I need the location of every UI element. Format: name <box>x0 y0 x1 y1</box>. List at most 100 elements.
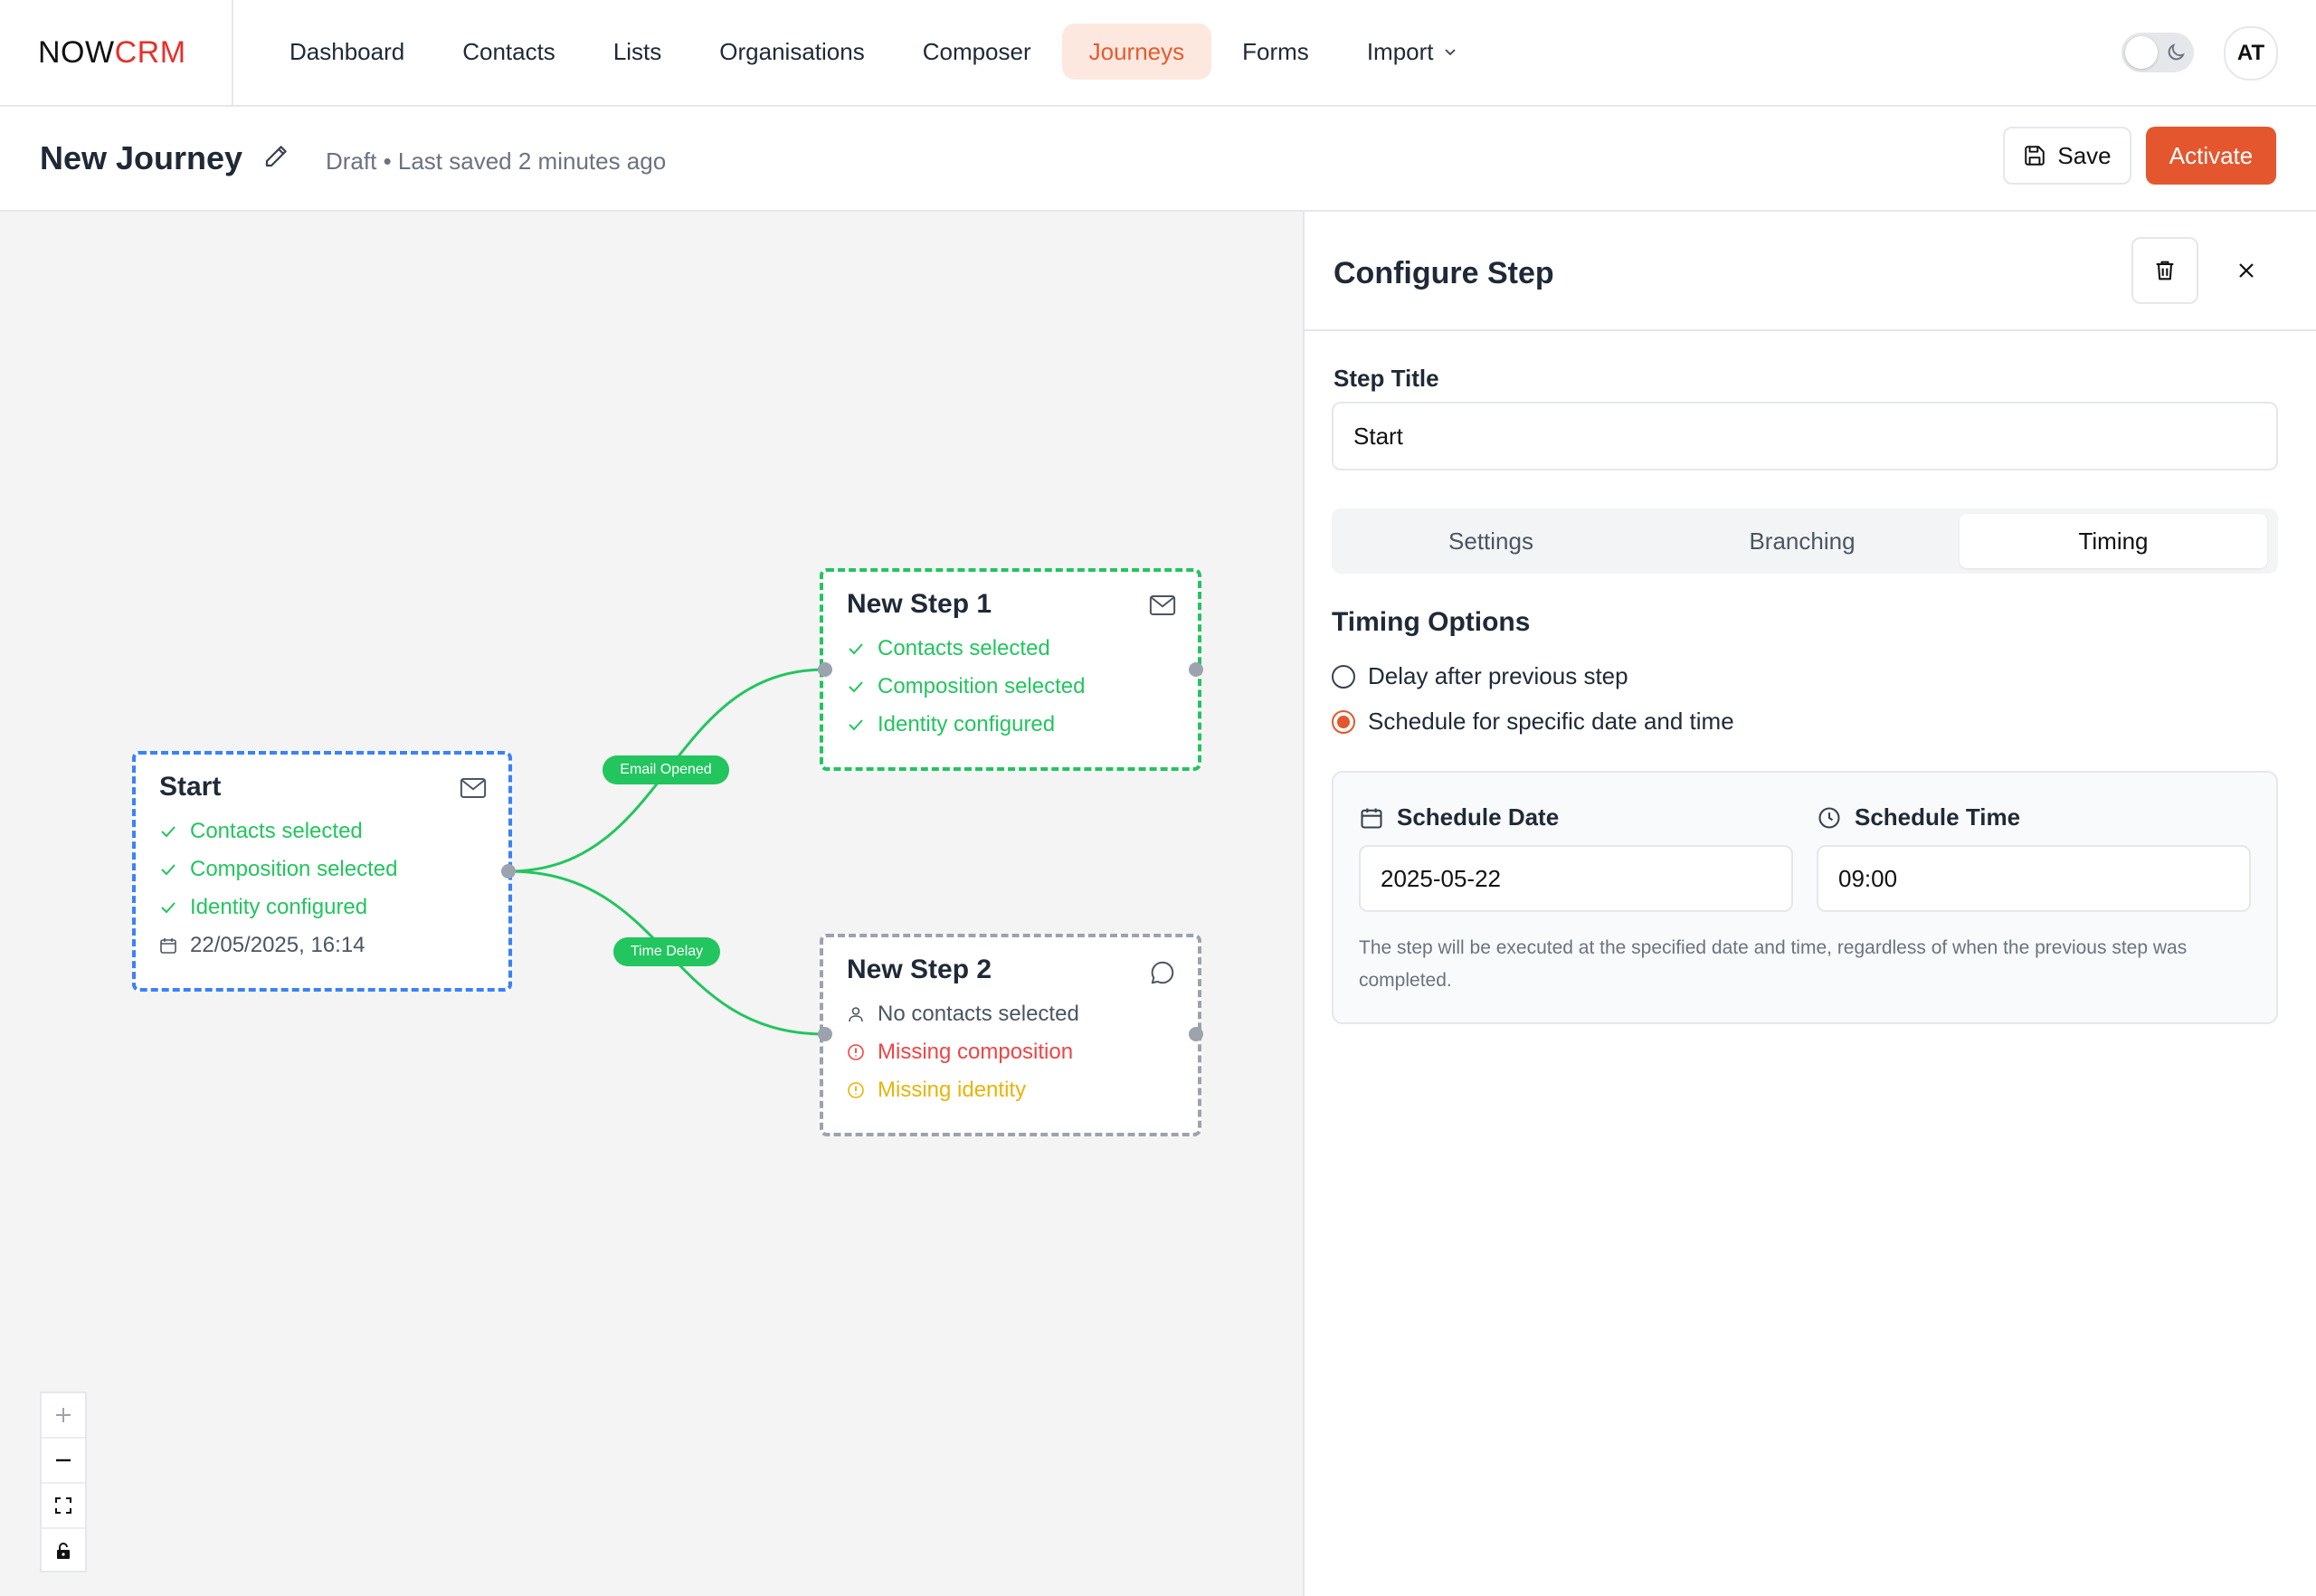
chevron-down-icon <box>1444 49 1456 56</box>
status-identity: Identity configured <box>847 706 1174 744</box>
nav-organisations[interactable]: Organisations <box>719 38 865 65</box>
top-navbar: NOWCRM Dashboard Contacts Lists Organisa… <box>0 0 2316 107</box>
node-start-output-handle[interactable] <box>501 864 516 879</box>
fullscreen-icon <box>55 1497 71 1514</box>
status-text: Contacts selected <box>190 819 363 843</box>
mail-icon <box>1149 595 1176 615</box>
warning-circle-icon <box>848 1082 864 1098</box>
edge-label-email-opened[interactable]: Email Opened <box>603 755 729 784</box>
close-panel-button[interactable] <box>2227 252 2265 290</box>
schedule-date-input[interactable]: 2025-05-22 <box>1359 845 1793 912</box>
status-composition: Composition selected <box>847 668 1174 706</box>
lock-icon <box>57 1543 70 1559</box>
node-title: Start <box>159 772 222 802</box>
logo[interactable]: NOWCRM <box>38 34 186 71</box>
radio-delay[interactable] <box>1332 664 1355 689</box>
node-start[interactable]: Start Contacts selected Composition sele… <box>132 751 512 992</box>
node-step-1-input-handle[interactable] <box>818 662 832 677</box>
status-text: Contacts selected <box>878 636 1050 660</box>
fit-view-button[interactable] <box>42 1484 85 1529</box>
toggle-knob <box>2125 36 2158 69</box>
status-text: Missing composition <box>878 1040 1074 1064</box>
theme-toggle[interactable] <box>2121 33 2194 72</box>
status-text: Identity configured <box>190 895 368 919</box>
journey-header: New Journey Draft • Last saved 2 minutes… <box>0 107 2316 212</box>
schedule-date-label: Schedule Date <box>1359 803 1559 831</box>
journey-title: New Journey <box>40 139 243 176</box>
node-step-2-output-handle[interactable] <box>1189 1027 1203 1041</box>
journey-canvas[interactable]: Email Opened Time Delay Start Contacts s… <box>0 212 1303 1596</box>
option-schedule-specific[interactable]: Schedule for specific date and time <box>1332 708 1734 736</box>
zoom-in-button[interactable] <box>42 1393 85 1439</box>
node-title: New Step 2 <box>847 955 992 984</box>
schedule-settings: Schedule Date 2025-05-22 Schedule Time 0… <box>1332 771 2278 1024</box>
step-config-tabs: Settings Branching Timing <box>1332 508 2278 574</box>
moon-icon <box>2168 43 2185 61</box>
nav-composer[interactable]: Composer <box>922 38 1031 65</box>
panel-header: Configure Step <box>1305 212 2316 331</box>
check-icon <box>161 902 176 914</box>
logo-part-crm: CRM <box>114 35 186 70</box>
status-text: Missing identity <box>878 1078 1027 1102</box>
canvas-controls <box>40 1392 87 1572</box>
minus-icon <box>56 1458 71 1462</box>
schedule-help-text: The step will be executed at the specifi… <box>1359 937 2188 991</box>
status-composition: Missing composition <box>847 1033 1174 1071</box>
user-avatar[interactable]: AT <box>2224 26 2278 81</box>
nav-contacts[interactable]: Contacts <box>462 38 555 65</box>
label-text: Schedule Date <box>1397 803 1560 831</box>
status-contacts: Contacts selected <box>847 630 1174 668</box>
configure-step-panel: Configure Step Step Title Start Settings… <box>1303 212 2316 1596</box>
status-contacts: Contacts selected <box>159 812 485 850</box>
option-label: Delay after previous step <box>1368 662 1628 689</box>
nav-import[interactable]: Import <box>1340 24 1485 80</box>
calendar-icon <box>1361 808 1382 829</box>
panel-title: Configure Step <box>1334 256 1554 290</box>
mail-icon <box>460 778 487 798</box>
lock-button[interactable] <box>42 1529 85 1572</box>
trash-icon <box>2156 261 2174 280</box>
status-identity: Missing identity <box>847 1071 1174 1109</box>
node-title: New Step 1 <box>847 589 992 619</box>
schedule-time-label: Schedule Time <box>1817 803 2020 831</box>
edge-label-time-delay[interactable]: Time Delay <box>613 937 720 966</box>
nav-dashboard[interactable]: Dashboard <box>290 38 405 65</box>
status-text: Composition selected <box>190 857 398 881</box>
step-title-input[interactable]: Start <box>1332 402 2278 470</box>
calendar-icon <box>160 938 176 954</box>
scheduled-date: 22/05/2025, 16:14 <box>159 926 485 964</box>
status-text: Identity configured <box>878 712 1056 736</box>
node-step-1-output-handle[interactable] <box>1189 662 1203 677</box>
schedule-time-input[interactable]: 09:00 <box>1817 845 2251 912</box>
date-text: 22/05/2025, 16:14 <box>190 933 365 957</box>
node-step-1[interactable]: New Step 1 Contacts selected Composition… <box>820 568 1201 771</box>
save-button[interactable]: Save <box>2003 127 2131 185</box>
pencil-icon[interactable] <box>262 143 290 170</box>
nav-lists[interactable]: Lists <box>612 38 662 65</box>
status-text: No contacts selected <box>878 1002 1079 1026</box>
user-icon <box>849 1007 863 1022</box>
journey-status: Draft • Last saved 2 minutes ago <box>326 147 667 175</box>
status-composition: Composition selected <box>159 850 485 888</box>
nav-forms[interactable]: Forms <box>1242 38 1309 65</box>
zoom-out-button[interactable] <box>42 1439 85 1484</box>
node-step-2-input-handle[interactable] <box>818 1027 832 1041</box>
alert-circle-icon <box>848 1044 864 1060</box>
activate-button[interactable]: Activate <box>2146 127 2276 185</box>
save-label: Save <box>2057 141 2112 169</box>
delete-step-button[interactable] <box>2131 237 2198 304</box>
nav-journeys[interactable]: Journeys <box>1061 24 1212 80</box>
logo-part-now: NOW <box>38 35 115 70</box>
save-icon <box>2025 146 2045 166</box>
node-step-2[interactable]: New Step 2 No contacts selected Missing … <box>820 934 1201 1136</box>
tab-timing[interactable]: Timing <box>1960 514 2267 568</box>
tab-branching[interactable]: Branching <box>1749 527 1856 555</box>
plus-icon <box>56 1408 71 1422</box>
message-icon <box>1151 961 1174 984</box>
check-icon <box>161 864 176 876</box>
tab-settings[interactable]: Settings <box>1448 527 1533 555</box>
radio-schedule[interactable] <box>1332 709 1355 734</box>
status-contacts: No contacts selected <box>847 995 1174 1033</box>
option-delay-after-previous[interactable]: Delay after previous step <box>1332 662 1628 690</box>
step-title-label: Step Title <box>1334 365 1439 392</box>
